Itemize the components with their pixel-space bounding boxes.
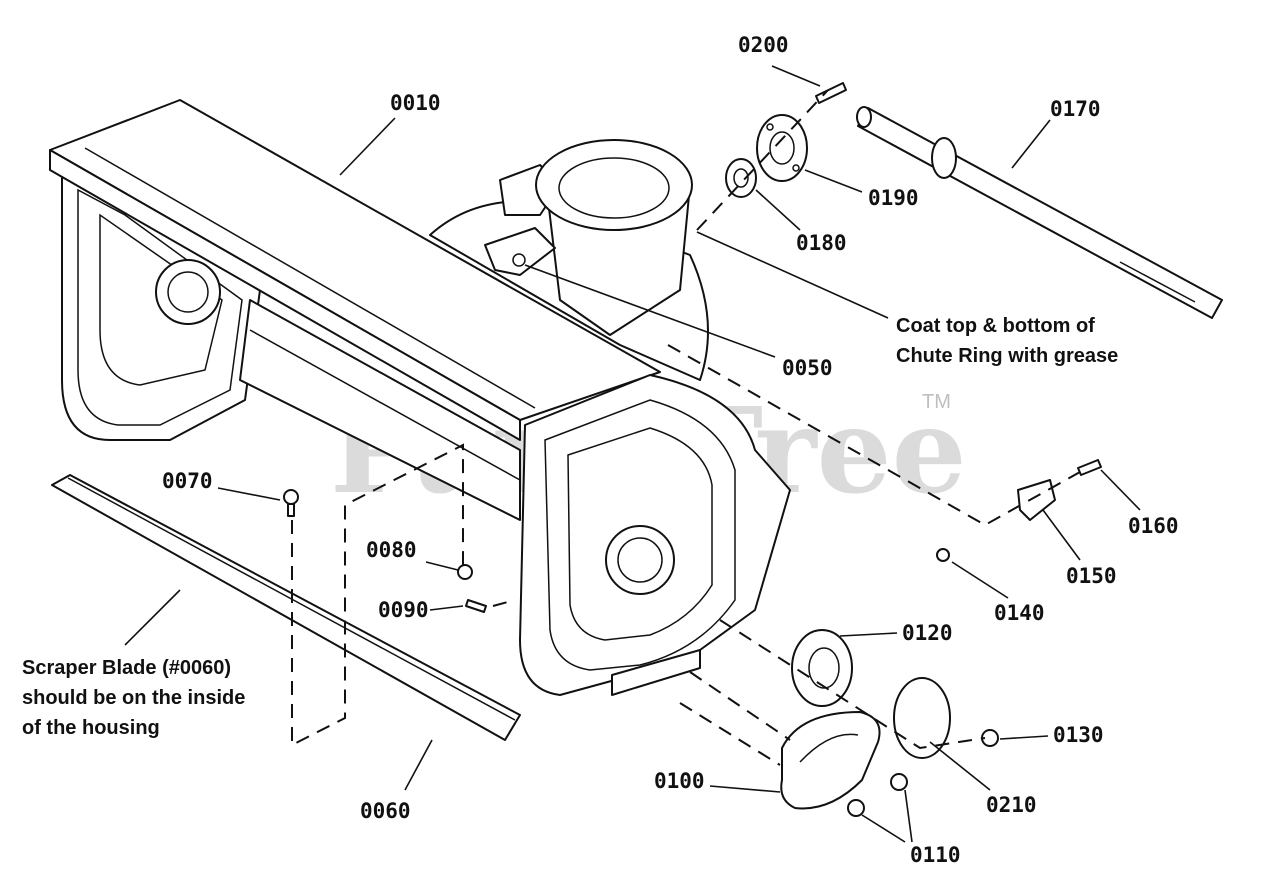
callout-0110: 0110 — [910, 843, 961, 867]
callout-0160: 0160 — [1128, 514, 1179, 538]
auger-shaft — [856, 106, 1223, 319]
leader-lines — [124, 65, 1141, 843]
callout-0120: 0120 — [902, 621, 953, 645]
note-grease-line-1: Coat top & bottom of — [896, 315, 1095, 337]
callout-0080: 0080 — [366, 538, 417, 562]
carriage-bolt — [815, 82, 847, 104]
watermark-trademark: TM — [922, 391, 951, 413]
cover-plate — [893, 677, 951, 759]
note-scraper-line-2: should be on the inside — [22, 687, 245, 709]
callout-0100: 0100 — [654, 769, 705, 793]
callout-0060: 0060 — [360, 799, 411, 823]
assembly-lines — [291, 89, 1081, 766]
callout-0180: 0180 — [796, 231, 847, 255]
callout-0190: 0190 — [868, 186, 919, 210]
callout-0140: 0140 — [994, 601, 1045, 625]
note-grease-line-2: Chute Ring with grease — [896, 345, 1118, 367]
callout-0130: 0130 — [1053, 723, 1104, 747]
hardware — [283, 459, 1102, 817]
callout-0010: 0010 — [390, 91, 441, 115]
callout-labels: 0010 0050 0060 0070 0080 0090 0100 0110 … — [162, 33, 1179, 867]
bearing-flange — [756, 114, 808, 182]
callout-0070: 0070 — [162, 469, 213, 493]
callout-0050: 0050 — [782, 356, 833, 380]
shave-plate — [780, 711, 881, 810]
notes: Coat top & bottom of Chute Ring with gre… — [22, 315, 1118, 739]
callout-0210: 0210 — [986, 793, 1037, 817]
note-scraper-line-3: of the housing — [22, 717, 160, 739]
callout-0150: 0150 — [1066, 564, 1117, 588]
chute-adapter — [484, 139, 693, 336]
callout-0090: 0090 — [378, 598, 429, 622]
bearing — [725, 158, 757, 198]
note-scraper-line-1: Scraper Blade (#0060) — [22, 657, 231, 679]
callout-0170: 0170 — [1050, 97, 1101, 121]
bearing-housing-plate — [791, 629, 853, 707]
callout-0200: 0200 — [738, 33, 789, 57]
